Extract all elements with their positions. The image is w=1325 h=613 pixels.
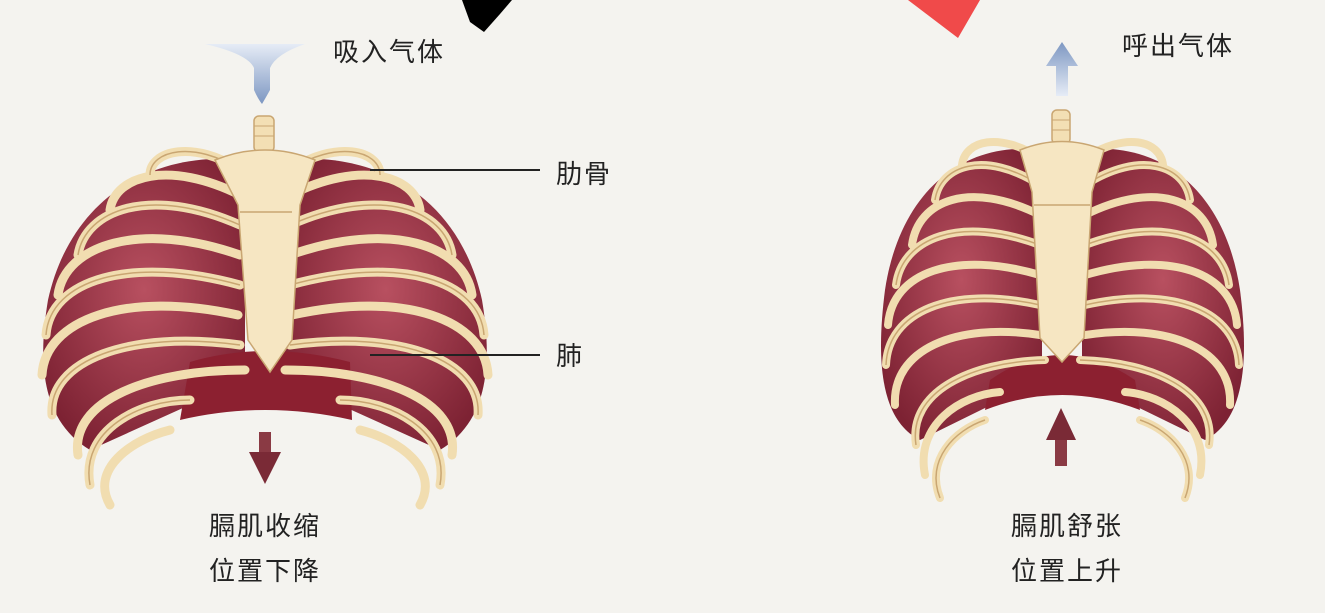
lung-label: 肺 (556, 342, 584, 373)
diaphragm-relax-line1: 膈肌舒张 (982, 505, 1152, 550)
diaphragm-contract-line1: 膈肌收缩 (180, 505, 350, 550)
exhale-air-arrow (1046, 42, 1078, 96)
diaphragm-relax-caption: 膈肌舒张 位置上升 (982, 505, 1152, 595)
rib-label: 肋骨 (556, 160, 612, 191)
inhale-air-label: 吸入气体 (333, 38, 445, 69)
diaphragm-down-arrow (249, 432, 281, 484)
exhale-air-label: 呼出气体 (1122, 32, 1234, 63)
diaphragm-contract-line2: 位置下降 (180, 550, 350, 595)
inhale-air-arrow (205, 44, 305, 104)
diaphragm-up-arrow (1046, 408, 1076, 466)
black-pointer-arrow (462, 0, 512, 32)
diaphragm-contract-caption: 膈肌收缩 位置下降 (180, 505, 350, 595)
red-pointer-arrow (908, 0, 980, 38)
diaphragm-relax-line2: 位置上升 (982, 550, 1152, 595)
